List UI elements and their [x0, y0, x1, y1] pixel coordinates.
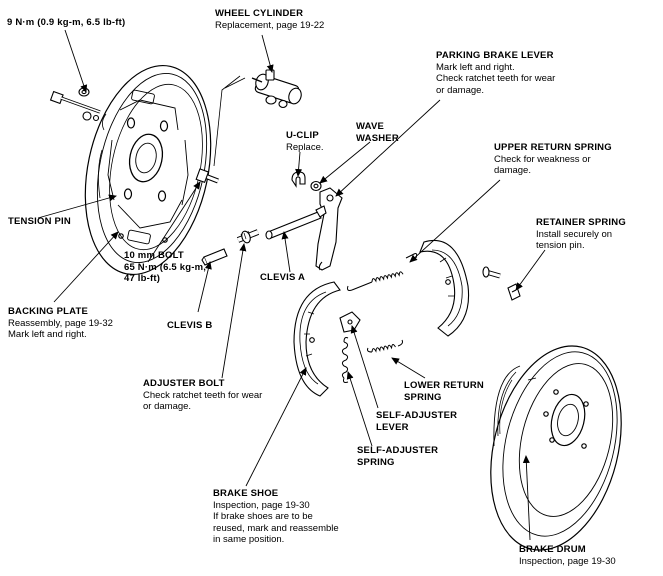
lower-return-spring-part: [367, 339, 403, 353]
upper-return-spring-line-1: Check for weakness or: [494, 153, 591, 165]
brake-shoe-title: BRAKE SHOE: [213, 488, 279, 499]
u-clip-title: U-CLIP: [286, 130, 319, 141]
brake-shoe-line-1: Inspection, page 19-30: [213, 499, 310, 511]
parking-brake-lever-line-3: or damage.: [436, 84, 485, 96]
u-clip-label: U-CLIP Replace.: [286, 130, 324, 153]
upper-return-spring-line-2: damage.: [494, 165, 531, 176]
clevis-a-label: CLEVIS A: [260, 272, 305, 284]
torque-spec-title: 9 N·m (0.9 kg-m, 6.5 lb-ft): [7, 17, 126, 28]
upper-return-spring-part: [347, 253, 418, 291]
lower-return-spring-title-1: LOWER RETURN: [404, 380, 484, 391]
lower-return-spring-label: LOWER RETURN SPRING: [404, 380, 484, 403]
retainer-spring-line-1: Install securely on: [536, 228, 613, 240]
upper-return-spring-title: UPPER RETURN SPRING: [494, 142, 612, 153]
leader-tension-pin: [37, 194, 117, 219]
wave-washer-part: [310, 180, 322, 192]
self-adjuster-spring-label: SELF-ADJUSTER SPRING: [357, 445, 438, 468]
self-adjuster-lever-title-2: LEVER: [376, 421, 409, 433]
backing-plate-label: BACKING PLATE Reassembly, page 19-32 Mar…: [8, 306, 113, 341]
leader-self-adjuster-lever: [350, 325, 379, 409]
adjuster-bolt-line-1: Check ratchet teeth for wear: [143, 389, 263, 401]
lower-return-spring-title-2: SPRING: [404, 391, 442, 403]
ten-mm-bolt-title-2: 65 N·m (6.5 kg-m,: [124, 261, 207, 273]
wave-washer-label: WAVE WASHER: [356, 121, 399, 144]
leader-wave-washer: [319, 141, 371, 184]
leader-torque-spec: [64, 29, 88, 93]
retainer-spring-line-2: tension pin.: [536, 240, 585, 251]
parking-brake-lever-label: PARKING BRAKE LEVER Mark left and right.…: [436, 50, 555, 96]
self-adjuster-lever-part: [339, 311, 361, 333]
leader-brake-shoe: [245, 367, 307, 487]
parking-brake-lever-title: PARKING BRAKE LEVER: [436, 50, 554, 61]
retainer-spring-label: RETAINER SPRING Install securely on tens…: [536, 217, 626, 252]
self-adjuster-spring-title-1: SELF-ADJUSTER: [357, 445, 439, 456]
leader-10mm-bolt: [147, 181, 201, 263]
backing-plate-title: BACKING PLATE: [8, 306, 89, 317]
upper-return-spring-label: UPPER RETURN SPRING Check for weakness o…: [494, 142, 612, 177]
leader-upper-return-spring: [409, 179, 501, 263]
leader-self-adjuster-spring: [346, 371, 373, 447]
ten-mm-bolt-label: 10 mm BOLT 65 N·m (6.5 kg-m, 47 lb-ft): [124, 250, 206, 285]
leader-parking-brake-lever: [335, 99, 441, 197]
self-adjuster-lever-title-1: SELF-ADJUSTER: [376, 410, 458, 421]
self-adjuster-spring-title-2: SPRING: [357, 456, 395, 468]
brake-shoe-line-2: If brake shoes are to be: [213, 511, 313, 522]
leader-clevis-a: [281, 231, 291, 273]
brake-shoe-label: BRAKE SHOE Inspection, page 19-30 If bra…: [213, 488, 339, 546]
ten-mm-bolt-part: [195, 168, 219, 184]
self-adjuster-lever-label: SELF-ADJUSTER LEVER: [376, 410, 457, 433]
leader-u-clip: [295, 151, 303, 177]
clevis-a-title: CLEVIS A: [260, 272, 306, 283]
brake-shoe-line-3: reused, mark and reassemble: [213, 522, 339, 534]
wheel-cylinder-title: WHEEL CYLINDER: [215, 8, 304, 19]
self-adjuster-spring-part: [341, 337, 349, 383]
leader-lines: [37, 29, 546, 541]
wheel-cylinder-label: WHEEL CYLINDER Replacement, page 19-22: [215, 8, 324, 31]
ten-mm-bolt-title-3: 47 lb-ft): [124, 273, 161, 284]
wheel-cylinder-line-1: Replacement, page 19-22: [215, 19, 325, 31]
torque-spec-label: 9 N·m (0.9 kg-m, 6.5 lb-ft): [7, 17, 125, 29]
adjuster-bolt-title: ADJUSTER BOLT: [143, 378, 225, 389]
adjuster-bolt-part: [236, 229, 260, 244]
clevis-b-label: CLEVIS B: [167, 320, 212, 332]
backing-plate-line-2: Mark left and right.: [8, 329, 87, 340]
assembly-guide-lines: [213, 75, 246, 167]
brake-drum-title: BRAKE DRUM: [519, 544, 586, 555]
retainer-spring-part: [482, 266, 521, 301]
wave-washer-title-2: WASHER: [356, 132, 399, 144]
tension-pin-title: TENSION PIN: [8, 216, 71, 227]
parking-brake-lever-part: [315, 187, 343, 271]
tension-pin-label: TENSION PIN: [8, 216, 71, 228]
leader-brake-drum: [522, 455, 531, 541]
parking-brake-lever-line-1: Mark left and right.: [436, 61, 515, 73]
leader-adjuster-bolt: [221, 243, 247, 379]
adjuster-bolt-line-2: or damage.: [143, 401, 192, 412]
leader-retainer-spring: [515, 249, 546, 291]
leader-wheel-cylinder: [261, 34, 274, 73]
mounting-bolt-part: [49, 87, 101, 122]
brake-drum-line-1: Inspection, page 19-30: [519, 555, 616, 567]
brake-drum-label: BRAKE DRUM Inspection, page 19-30: [519, 544, 616, 567]
adjuster-bolt-label: ADJUSTER BOLT Check ratchet teeth for we…: [143, 378, 262, 413]
backing-plate-part: [84, 64, 212, 276]
brake-shoe-right-part: [419, 240, 470, 337]
leader-lower-return-spring: [391, 357, 426, 379]
clevis-b-title: CLEVIS B: [167, 320, 213, 331]
wheel-cylinder-part: [251, 69, 302, 109]
wave-washer-title-1: WAVE: [356, 121, 385, 132]
retainer-spring-title: RETAINER SPRING: [536, 217, 626, 228]
brake-drum-part: [490, 345, 622, 551]
parking-brake-lever-line-2: Check ratchet teeth for wear: [436, 73, 556, 84]
ten-mm-bolt-title-1: 10 mm BOLT: [124, 250, 184, 261]
leader-clevis-b: [197, 261, 212, 313]
u-clip-line-1: Replace.: [286, 141, 324, 153]
backing-plate-line-1: Reassembly, page 19-32: [8, 317, 113, 329]
brake-shoe-line-4: in same position.: [213, 534, 285, 545]
clevis-a-strut-part: [265, 205, 327, 240]
leader-backing-plate: [53, 231, 119, 303]
